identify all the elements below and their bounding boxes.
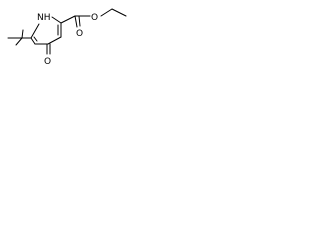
bond-n1-c2 — [51, 16, 62, 24]
pyridinone-ring — [30, 16, 62, 45]
bond-methyl-up — [21, 29, 24, 39]
keto-group — [46, 43, 51, 55]
bond-c5-c6-double — [33, 36, 38, 42]
bond-ch2-to-ch3 — [111, 8, 127, 17]
ester-carbonyl-oxygen-atom-label: O — [76, 29, 83, 39]
ethyl-ester-group — [60, 8, 127, 28]
bond-carbonyl-o-down — [74, 15, 78, 28]
bond-c5-c6 — [30, 37, 36, 45]
keto-oxygen-atom-label: O — [44, 57, 51, 67]
bond-c3-carbonyl — [60, 15, 76, 24]
bond-ether-o-to-ch2 — [100, 8, 113, 17]
bond-methyl-down — [15, 37, 23, 46]
bond-c6-n1 — [30, 23, 40, 39]
molecule-structure-diagram: NH O O O — [7, 8, 127, 67]
nitrogen-atom-label: NH — [37, 13, 51, 23]
bond-carbonyl-o-down-double — [78, 15, 81, 27]
tert-butyl-group — [7, 29, 32, 46]
ester-ether-oxygen-atom-label: O — [91, 13, 98, 23]
bond-c3-c4 — [47, 36, 62, 45]
